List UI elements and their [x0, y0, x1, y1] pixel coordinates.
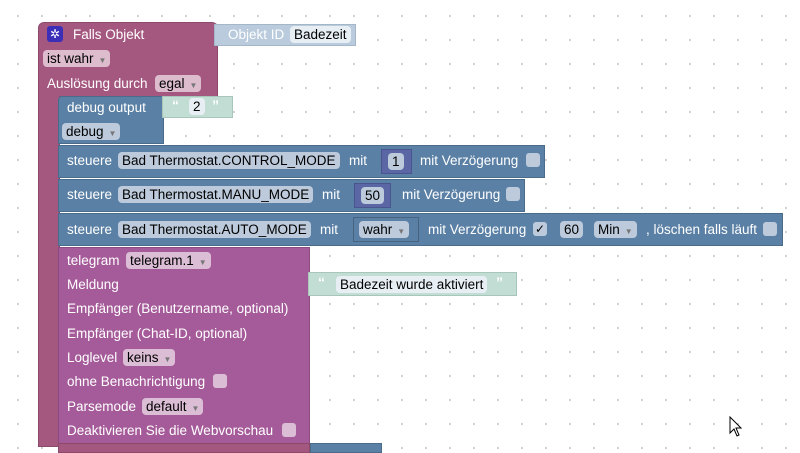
dropdown-arrow-icon: ▼ [98, 56, 107, 65]
control-target-field[interactable]: Bad Thermostat.MANU_MODE [118, 186, 314, 203]
condition-value: ist wahr [47, 51, 94, 66]
control-mit-label: mit [320, 222, 338, 237]
delay-checkbox[interactable]: ✓ [533, 222, 547, 236]
delay-checkbox[interactable] [526, 153, 540, 167]
message-text-field[interactable]: Badezeit wurde aktiviert [336, 276, 488, 293]
control-label: steuere [67, 187, 113, 202]
parsemode-dropdown[interactable]: default ▼ [142, 398, 204, 415]
loglevel-label: Loglevel [67, 350, 118, 365]
clear-checkbox[interactable] [763, 222, 777, 236]
gear-icon[interactable]: ✲ [47, 26, 63, 42]
delay-value-field[interactable]: 60 [560, 221, 584, 238]
debug-label: debug output [67, 100, 146, 115]
dropdown-arrow-icon: ▼ [108, 129, 117, 138]
control-value-field[interactable]: 50 [361, 187, 385, 204]
dropdown-arrow-icon: ▼ [163, 355, 172, 364]
trigger-title: Falls Objekt [73, 27, 145, 42]
recipient-chat-label: Empfänger (Chat-ID, optional) [67, 326, 248, 341]
telegram-instance-dropdown[interactable]: telegram.1 ▼ [126, 252, 211, 269]
control-value-field[interactable]: 1 [388, 153, 404, 170]
control-label: steuere [67, 153, 113, 168]
condition-dropdown[interactable]: ist wahr ▼ [43, 50, 111, 67]
message-label: Meldung [67, 277, 119, 292]
object-id-label: Objekt ID [228, 27, 285, 42]
dropdown-arrow-icon: ▼ [189, 81, 198, 90]
dropdown-arrow-icon: ▼ [191, 404, 200, 413]
loglevel-value: keins [127, 350, 159, 365]
preview-checkbox[interactable] [282, 423, 296, 437]
debug-level-value: debug [66, 124, 104, 139]
delay-unit-dropdown[interactable]: Min ▼ [594, 221, 637, 238]
delay-unit-value: Min [598, 222, 620, 237]
next-value-block[interactable] [310, 443, 382, 453]
debug-level-dropdown[interactable]: debug ▼ [62, 123, 121, 140]
boolean-value: wahr [363, 222, 393, 237]
control-mit-label: mit [349, 153, 367, 168]
control-mit-label: mit [322, 187, 340, 202]
object-id-field[interactable]: Badezeit [290, 26, 351, 43]
control-target-field[interactable]: Bad Thermostat.CONTROL_MODE [118, 152, 340, 169]
silent-checkbox[interactable] [213, 374, 227, 388]
telegram-label: telegram [67, 253, 120, 268]
loglevel-dropdown[interactable]: keins ▼ [123, 349, 176, 366]
trigger-value: egal [159, 76, 185, 91]
trigger-dropdown[interactable]: egal ▼ [155, 75, 202, 92]
quote-close-icon: ” [496, 274, 503, 290]
control-target-field[interactable]: Bad Thermostat.AUTO_MODE [118, 221, 311, 238]
trigger-block-strip [38, 96, 60, 447]
trigger-label: Auslösung durch [47, 76, 148, 91]
boolean-dropdown[interactable]: wahr ▼ [359, 221, 410, 238]
dropdown-arrow-icon: ▼ [397, 227, 406, 236]
delay-label: mit Verzögerung [428, 222, 527, 237]
delay-checkbox[interactable] [506, 187, 520, 201]
parsemode-value: default [146, 399, 187, 414]
next-block[interactable] [58, 443, 310, 453]
control-label: steuere [67, 222, 113, 237]
delay-label: mit Verzögerung [420, 153, 519, 168]
debug-text-field[interactable]: 2 [189, 98, 205, 115]
quote-open-icon: “ [172, 97, 179, 113]
clear-label: , löschen falls läuft [646, 222, 758, 237]
mouse-cursor-icon [729, 416, 743, 437]
delay-label: mit Verzögerung [402, 187, 501, 202]
telegram-instance-value: telegram.1 [130, 253, 194, 268]
preview-label: Deaktivieren Sie die Webvorschau [67, 423, 274, 438]
dropdown-arrow-icon: ▼ [198, 258, 207, 267]
quote-close-icon: ” [212, 97, 219, 113]
parsemode-label: Parsemode [67, 399, 137, 414]
quote-open-icon: “ [318, 274, 325, 290]
recipient-user-label: Empfänger (Benutzername, optional) [67, 301, 289, 316]
dropdown-arrow-icon: ▼ [624, 227, 633, 236]
silent-label: ohne Benachrichtigung [67, 374, 206, 389]
